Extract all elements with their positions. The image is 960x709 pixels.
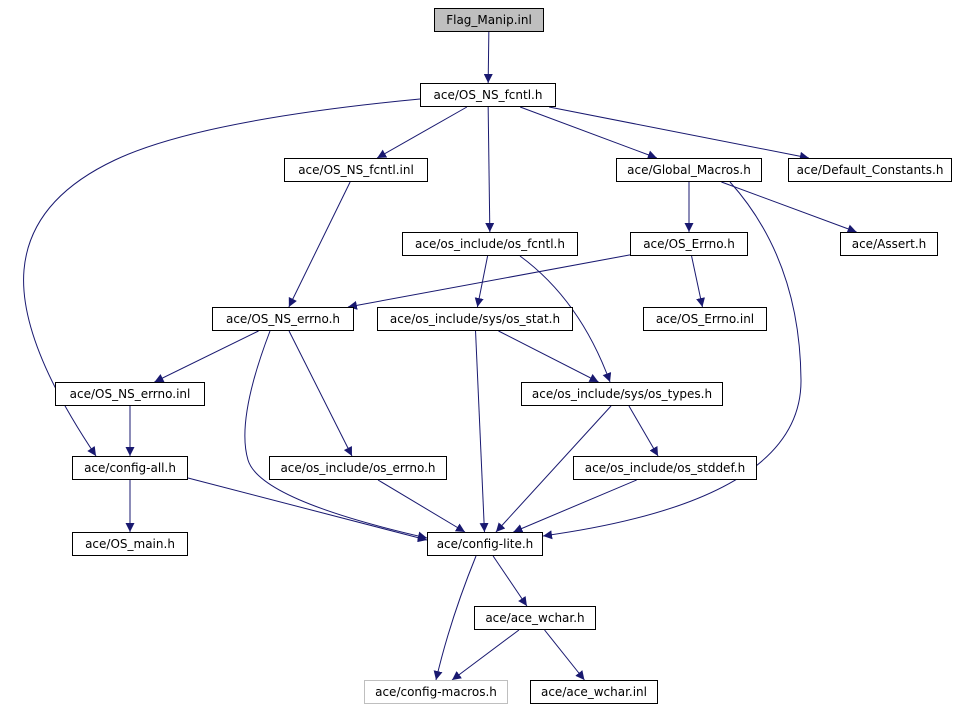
edge-os-ns-errno-h-to-config-lite-h [244,330,428,541]
node-label: ace/Default_Constants.h [796,163,944,177]
edge-sys-os-stat-h-to-sys-os-types-h [498,330,599,383]
node-os-ns-errno-inl[interactable]: ace/OS_NS_errno.inl [55,382,205,406]
edge-flag-manip-inl-to-os-ns-fcntl-h [483,31,493,84]
node-os-ns-errno-h[interactable]: ace/OS_NS_errno.h [212,307,354,331]
edge-os-include-os-errno-h-to-config-lite-h [377,479,466,533]
edge-os-ns-fcntl-h-to-config-all-h [23,98,421,457]
edge-os-ns-fcntl-h-to-os-ns-fcntl-inl [376,106,468,159]
node-sys-os-stat-h[interactable]: ace/os_include/sys/os_stat.h [377,307,573,331]
node-os-include-os-errno-h[interactable]: ace/os_include/os_errno.h [269,456,447,480]
node-label: ace/config-macros.h [375,685,497,699]
edge-os-ns-errno-h-to-os-include-os-errno-h [288,330,353,457]
node-assert-h[interactable]: ace/Assert.h [840,232,938,256]
edge-os-errno-h-to-os-ns-errno-h [347,254,631,310]
edge-config-lite-h-to-config-macros-h [433,555,477,681]
node-label: ace/config-all.h [84,461,176,475]
node-os-ns-fcntl-h[interactable]: ace/OS_NS_fcntl.h [420,83,556,107]
edge-os-errno-h-to-os-errno-inl [691,255,705,308]
node-ace-wchar-inl[interactable]: ace/ace_wchar.inl [530,680,658,704]
node-label: ace/ace_wchar.h [485,611,585,625]
node-os-errno-h[interactable]: ace/OS_Errno.h [630,232,748,256]
edge-sys-os-stat-h-to-config-lite-h [475,330,489,533]
node-label: ace/ace_wchar.inl [540,685,647,699]
edge-os-ns-fcntl-inl-to-os-ns-errno-h [288,181,351,308]
node-os-main-h[interactable]: ace/OS_main.h [72,532,188,556]
edge-os-ns-fcntl-h-to-default-constants-h [549,106,809,161]
node-label: ace/os_include/sys/os_types.h [531,387,713,401]
edge-ace-wchar-h-to-config-macros-h [451,629,520,681]
edge-config-all-h-to-config-lite-h [187,477,428,543]
edge-os-include-os-fcntl-h-to-sys-os-stat-h [474,255,489,308]
node-label: ace/config-lite.h [436,537,534,551]
node-config-all-h[interactable]: ace/config-all.h [72,456,188,480]
node-os-ns-fcntl-inl[interactable]: ace/OS_NS_fcntl.inl [284,158,428,182]
node-label: ace/OS_Errno.h [643,237,735,251]
node-os-include-os-fcntl-h[interactable]: ace/os_include/os_fcntl.h [402,232,578,256]
edge-sys-os-types-h-to-config-lite-h [495,405,612,533]
node-label: Flag_Manip.inl [446,13,532,27]
node-global-macros-h[interactable]: ace/Global_Macros.h [616,158,762,182]
node-default-constants-h[interactable]: ace/Default_Constants.h [788,158,952,182]
node-sys-os-types-h[interactable]: ace/os_include/sys/os_types.h [521,382,723,406]
node-label: ace/os_include/os_errno.h [280,461,436,475]
node-label: ace/OS_NS_fcntl.h [433,88,543,102]
node-os-stddef-h[interactable]: ace/os_include/os_stddef.h [573,456,757,480]
edge-os-stddef-h-to-config-lite-h [513,479,637,533]
node-label: ace/Global_Macros.h [627,163,751,177]
node-label: ace/OS_Errno.inl [655,312,755,326]
edge-os-ns-fcntl-h-to-os-include-os-fcntl-h [485,106,495,233]
node-os-errno-inl[interactable]: ace/OS_Errno.inl [643,307,767,331]
edge-os-ns-errno-h-to-os-ns-errno-inl [154,330,259,383]
node-label: ace/os_include/os_stddef.h [584,461,746,475]
node-config-macros-h[interactable]: ace/config-macros.h [364,680,508,704]
node-label: ace/Assert.h [851,237,927,251]
edge-ace-wchar-h-to-ace-wchar-inl [544,629,585,681]
node-label: ace/os_include/os_fcntl.h [415,237,565,251]
node-label: ace/OS_main.h [85,537,175,551]
edge-os-ns-fcntl-h-to-global-macros-h [519,106,658,160]
node-label: ace/os_include/sys/os_stat.h [389,312,561,326]
node-label: ace/OS_NS_errno.inl [69,387,191,401]
edge-global-macros-h-to-assert-h [721,181,857,234]
node-config-lite-h[interactable]: ace/config-lite.h [427,532,543,556]
node-ace-wchar-h[interactable]: ace/ace_wchar.h [474,606,596,630]
edge-sys-os-types-h-to-os-stddef-h [628,405,659,457]
node-flag-manip-inl[interactable]: Flag_Manip.inl [434,8,544,32]
node-label: ace/OS_NS_errno.h [225,312,341,326]
node-label: ace/OS_NS_fcntl.inl [298,163,414,177]
edge-config-lite-h-to-ace-wchar-h [492,555,528,607]
edge-global-macros-h-to-config-lite-h [542,181,802,540]
